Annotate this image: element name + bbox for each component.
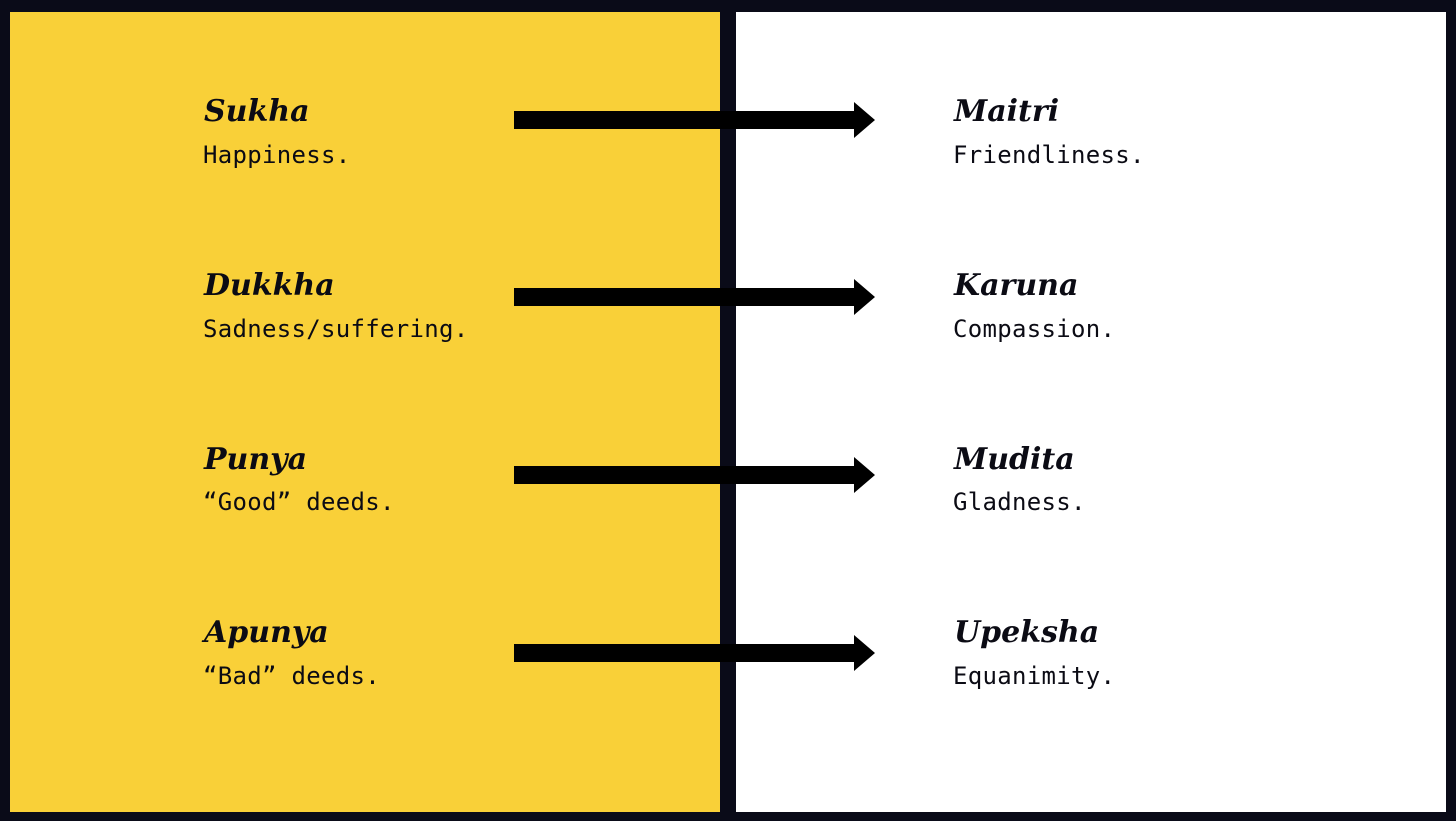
left-term: Sukha <box>204 94 310 129</box>
left-description: Sadness/suffering. <box>203 315 469 343</box>
right-term: Upeksha <box>954 615 1100 650</box>
left-term: Punya <box>204 442 308 477</box>
right-description: Equanimity. <box>953 662 1116 690</box>
arrow-icon <box>514 635 876 671</box>
right-term: Maitri <box>954 94 1060 129</box>
arrow-icon <box>514 279 876 315</box>
right-description: Friendliness. <box>953 141 1145 169</box>
right-panel <box>736 12 1446 812</box>
left-description: “Bad” deeds. <box>203 662 380 690</box>
left-description: “Good” deeds. <box>203 488 395 516</box>
right-description: Gladness. <box>953 488 1086 516</box>
arrow-icon <box>514 102 876 138</box>
left-panel <box>10 12 720 812</box>
left-term: Apunya <box>204 615 329 650</box>
right-description: Compassion. <box>953 315 1116 343</box>
right-term: Karuna <box>954 268 1079 303</box>
arrow-icon <box>514 457 876 493</box>
right-term: Mudita <box>954 442 1075 477</box>
left-term: Dukkha <box>204 268 335 303</box>
left-description: Happiness. <box>203 141 351 169</box>
